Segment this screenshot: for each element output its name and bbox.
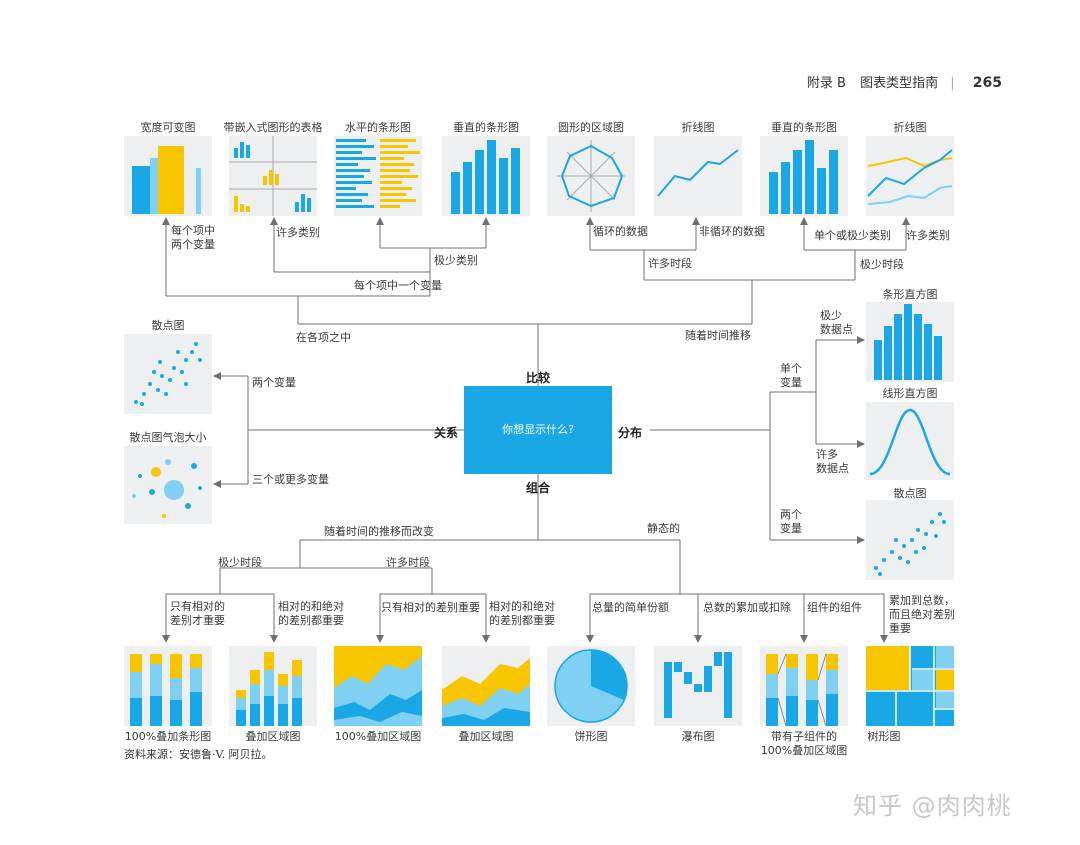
title-line-histogram: 线形直方图 — [882, 387, 938, 400]
thumb-table-embedded-charts — [229, 136, 317, 216]
watermark: 知乎 @肉肉桃 — [853, 792, 1012, 820]
thumb-stacked-area — [442, 646, 530, 726]
page-header: 附录 B 图表类型指南 | 265 — [807, 72, 1002, 91]
thumb-variable-width-chart — [124, 136, 212, 216]
title-stacked-bar: 叠加区域图 — [245, 730, 301, 743]
label-among-items: 在各项之中 — [296, 331, 351, 344]
title-horizontal-bar: 水平的条形图 — [345, 121, 411, 134]
label-few-categories: 极少类别 — [434, 254, 478, 267]
thumb-pie-chart — [547, 646, 635, 726]
thumb-scatter-plot-left — [124, 334, 212, 414]
thumb-100-stacked-area — [334, 646, 422, 726]
title-bar-histogram: 条形直方图 — [882, 288, 938, 301]
branch-comparison: 比较 — [526, 371, 551, 385]
label-over-time: 随着时间推移 — [685, 329, 751, 342]
label-relative-only-right: 只有相对的差别重要 — [381, 601, 480, 614]
label-comp-many-periods: 许多时段 — [386, 556, 430, 569]
center-question: 你想显示什么? — [502, 423, 574, 436]
label-rel-three-vars: 三个或更多变量 — [252, 473, 329, 486]
title-stacked-area: 叠加区域图 — [458, 730, 514, 743]
branch-relationship: 关系 — [434, 426, 459, 440]
label-static: 静态的 — [647, 522, 680, 535]
thumb-scatter-plot-right — [866, 500, 954, 580]
label-single-var: 单个 变量 — [780, 362, 802, 389]
title-radar: 圆形的区域图 — [558, 121, 624, 134]
label-few-points: 极少 数据点 — [820, 309, 853, 336]
thumb-vertical-bar-chart-1 — [442, 136, 530, 216]
label-single-few-categories: 单个或极少类别 — [814, 229, 891, 242]
thumb-waterfall-chart — [654, 646, 742, 726]
label-rel-abs-right: 相对的和绝对 的差别都重要 — [489, 600, 555, 627]
connector-lines — [162, 217, 910, 643]
label-non-cyclical: 非循环的数据 — [699, 225, 765, 238]
header-divider: | — [950, 76, 955, 91]
thumb-radar-chart — [547, 136, 635, 216]
page-number: 265 — [972, 75, 1002, 91]
thumb-stacked-with-subcomponents — [760, 646, 848, 727]
title-scatter-left: 散点图 — [151, 319, 185, 332]
title-100-stacked-area: 100%叠加区域图 — [334, 730, 422, 743]
title-pie: 饼形图 — [574, 730, 608, 743]
source-note: 资料来源：安德鲁·V. 阿贝拉。 — [124, 748, 273, 761]
title-variable-width: 宽度可变图 — [140, 121, 196, 134]
thumb-line-histogram — [866, 402, 954, 480]
title-table-embedded: 带嵌入式图形的表格 — [223, 121, 323, 134]
header-section: 附录 B — [806, 76, 846, 91]
thumb-line-chart-1 — [654, 136, 742, 216]
thumb-bar-histogram — [866, 302, 954, 382]
label-many-points: 许多 数据点 — [816, 448, 849, 475]
title-stacked-with-subcomponents: 带有子组件的 100%叠加区域图 — [760, 730, 848, 757]
label-relative-only-left: 只有相对的 差别才重要 — [170, 600, 225, 627]
title-vertical-bar-1: 垂直的条形图 — [453, 121, 519, 134]
label-changing-over-time: 随着时间的推移而改变 — [324, 525, 434, 538]
label-few-periods: 极少时段 — [860, 258, 904, 271]
thumb-100-stacked-bar — [124, 646, 212, 726]
thumb-bubble-chart — [124, 446, 212, 524]
label-rel-two-vars: 两个变量 — [252, 376, 296, 389]
title-treemap: 树形图 — [867, 730, 901, 743]
label-many-periods: 许多时段 — [648, 257, 692, 270]
title-line-multi: 折线图 — [893, 121, 927, 134]
label-comp-few-periods: 极少时段 — [218, 556, 262, 569]
label-rel-abs-left: 相对的和绝对 的差别都重要 — [278, 600, 344, 627]
thumb-treemap — [866, 646, 954, 726]
branch-composition: 组合 — [526, 481, 551, 495]
thumb-line-chart-multi — [866, 136, 954, 216]
label-simple-share: 总量的简单份额 — [592, 601, 669, 614]
title-line-1: 折线图 — [681, 121, 715, 134]
label-two-vars-per-item: 每个项中 两个变量 — [171, 224, 215, 251]
label-one-var-per-item: 每个项中一个变量 — [354, 279, 442, 292]
title-scatter-right: 散点图 — [893, 487, 927, 500]
title-vertical-bar-2: 垂直的条形图 — [771, 121, 837, 134]
thumb-stacked-bar — [229, 646, 317, 726]
center-question-box: 你想显示什么? — [464, 386, 612, 474]
label-accumulation: 总数的累加或扣除 — [703, 601, 791, 614]
label-accumulate-total: 累加到总数， 而且绝对差别 重要 — [889, 594, 955, 635]
thumb-horizontal-bar-chart — [334, 136, 422, 216]
header-title: 图表类型指南 — [860, 76, 939, 91]
label-many-categories-right: 许多类别 — [906, 229, 950, 242]
label-dist-two-vars: 两个 变量 — [780, 508, 802, 535]
thumb-vertical-bar-chart-2 — [760, 136, 848, 216]
label-components: 组件的组件 — [807, 601, 862, 614]
label-cyclical: 循环的数据 — [593, 225, 648, 238]
title-100-stacked-bar: 100%叠加条形图 — [124, 730, 212, 743]
label-many-categories-left: 许多类别 — [276, 226, 320, 239]
title-waterfall: 瀑布图 — [681, 730, 715, 743]
branch-distribution: 分布 — [618, 426, 643, 440]
title-bubble: 散点图气泡大小 — [129, 431, 207, 444]
